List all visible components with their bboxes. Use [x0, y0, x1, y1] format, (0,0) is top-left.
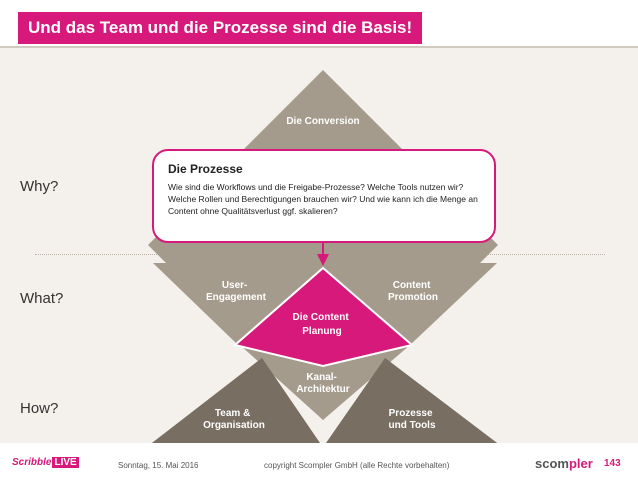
- segment-conversion-label: Die Conversion: [286, 116, 359, 127]
- page-title: Und das Team und die Prozesse sind die B…: [18, 12, 423, 44]
- segment-kanal-architektur-label: Kanal- Architektur: [296, 372, 349, 395]
- title-rule: [0, 46, 638, 48]
- segment-user-engagement-label: User- Engagement: [206, 280, 267, 303]
- segment-team-organisation-body: [152, 358, 320, 443]
- segment-prozesse-tools-body: [326, 358, 497, 443]
- segment-content-planung: [232, 266, 415, 368]
- footer-copyright: copyright Scompler GmbH (alle Rechte vor…: [264, 461, 450, 470]
- segment-kanal-architektur: [240, 345, 410, 420]
- segment-content-planung-label: Die Content Planung: [293, 312, 352, 337]
- segment-prozesse-tools-label: Prozesse und Tools: [388, 408, 435, 431]
- callout-text: Wie sind die Workflows und die Freigabe-…: [168, 182, 478, 216]
- segment-content-promotion: [323, 263, 497, 345]
- title-bar: Und das Team und die Prozesse sind die B…: [0, 0, 638, 46]
- segment-team-organisation-label: Team & Organisation: [203, 408, 265, 431]
- row-label-how: How?: [20, 400, 59, 417]
- page-number: 143: [604, 458, 621, 469]
- callout-title: Die Prozesse: [168, 162, 243, 176]
- segment-content-promotion-label: Content Promotion: [388, 280, 438, 303]
- callout-pointer-arrow: [317, 254, 329, 266]
- callout-box: Die Prozesse Wie sind die Workflows und …: [152, 149, 496, 243]
- footer-date: Sonntag, 15. Mai 2016: [118, 461, 199, 470]
- segment-user-engagement: [153, 263, 323, 345]
- row-label-what: What?: [20, 290, 64, 307]
- row-label-why: Why?: [20, 178, 59, 195]
- scompler-logo: scompler: [535, 456, 593, 471]
